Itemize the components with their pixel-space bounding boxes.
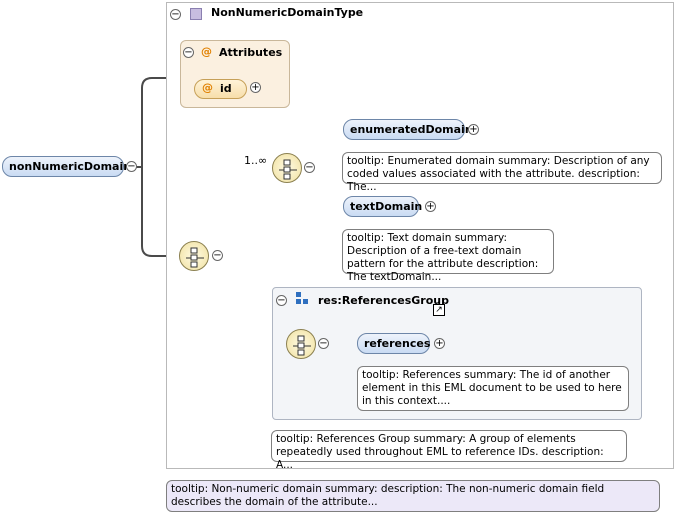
expand-icon[interactable]: + (468, 124, 479, 135)
sequence-icon (286, 329, 316, 359)
group-icon (296, 292, 310, 309)
link-icon[interactable]: ↗ (433, 304, 445, 316)
root-element-label: nonNumericDomain (9, 160, 132, 173)
collapse-icon[interactable]: − (126, 161, 137, 172)
element-label: references (364, 337, 431, 350)
attribute-id-label: id (220, 82, 232, 95)
expand-icon[interactable]: + (250, 82, 261, 93)
element-text-domain[interactable]: textDomain (343, 196, 423, 217)
collapse-icon[interactable]: − (318, 338, 329, 349)
expand-icon[interactable]: + (425, 201, 436, 212)
collapse-icon[interactable]: − (170, 9, 181, 20)
tooltip-root: tooltip: Non-numeric domain summary: des… (166, 480, 660, 512)
sequence-icon (179, 241, 209, 271)
collapse-icon[interactable]: − (183, 47, 194, 58)
root-element[interactable]: nonNumericDomain (2, 156, 131, 177)
choice-icon (272, 153, 302, 183)
expand-icon[interactable]: + (434, 338, 445, 349)
tooltip-references: tooltip: References summary: The id of a… (357, 366, 629, 411)
attribute-icon: @ (202, 81, 213, 94)
attribute-id[interactable] (194, 79, 247, 99)
attributes-label: Attributes (219, 46, 283, 59)
element-label: enumeratedDomain (350, 123, 473, 136)
cardinality-label: 1..∞ (244, 154, 268, 167)
collapse-icon[interactable]: − (212, 250, 223, 261)
complex-type-title: NonNumericDomainType (211, 6, 364, 19)
group-label: res:ReferencesGroup (318, 294, 449, 307)
tooltip-enumerated-domain: tooltip: Enumerated domain summary: Desc… (342, 152, 662, 193)
complex-type-icon (190, 8, 202, 20)
element-label: textDomain (350, 200, 423, 213)
attribute-icon: @ (201, 45, 212, 58)
element-references[interactable]: references (357, 333, 430, 354)
tooltip-references-group: tooltip: References Group summary: A gro… (271, 430, 627, 471)
element-enumerated-domain[interactable]: enumeratedDomain (343, 119, 473, 140)
collapse-icon[interactable]: − (276, 295, 287, 306)
tooltip-text-domain: tooltip: Text domain summary: Descriptio… (342, 229, 554, 283)
collapse-icon[interactable]: − (304, 162, 315, 173)
